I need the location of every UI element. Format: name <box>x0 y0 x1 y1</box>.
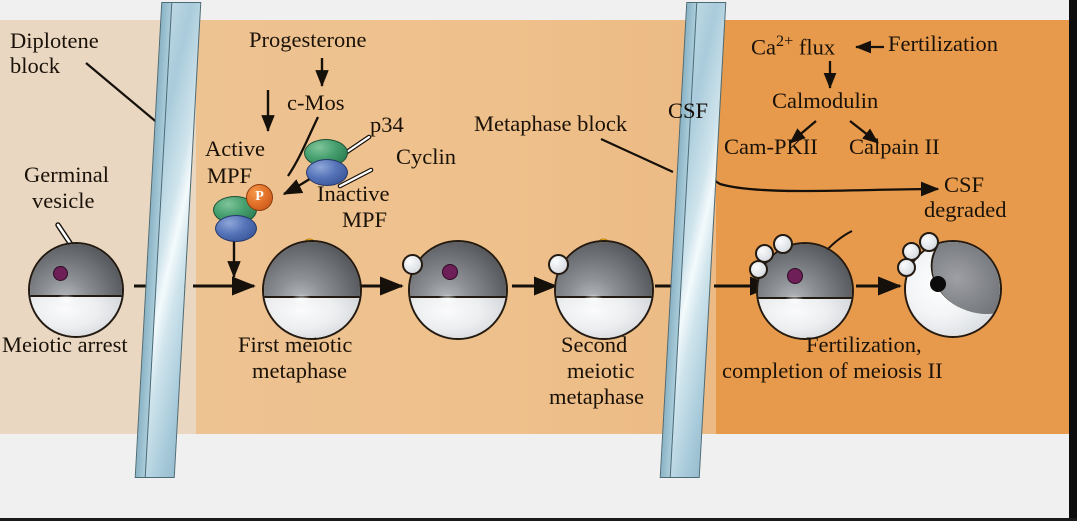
label-inactive-mpf-line2: MPF <box>342 207 388 232</box>
label-active-mpf-line2: MPF <box>207 163 253 188</box>
polar-body <box>897 258 916 277</box>
polar-body <box>402 254 423 275</box>
label-csf: CSF <box>668 98 709 123</box>
label-ca-ion: Ca <box>751 34 776 60</box>
label-active-mpf-line1: Active <box>205 136 265 161</box>
label-metaphase-block: Metaphase block <box>474 111 628 136</box>
label-cam-pkii: Cam-PKII <box>724 134 818 159</box>
label-flux: flux <box>798 34 836 60</box>
label-fertilization-caption-line2: completion of meiosis II <box>722 358 943 383</box>
nucleus <box>442 264 458 280</box>
polar-body <box>919 232 939 252</box>
label-ca-flux: Ca2+ flux <box>751 33 835 59</box>
band-fertilization <box>716 20 1069 434</box>
scan-edge-bottom <box>0 518 1077 521</box>
active-mpf-complex: P <box>213 184 275 242</box>
label-diplotene-block-line2: block <box>10 53 60 78</box>
inactive-mpf-complex <box>304 139 356 189</box>
band-meiotic-maturation <box>196 20 716 434</box>
label-germinal-vesicle-line1: Germinal <box>24 162 109 187</box>
label-cyclin: Cyclin <box>396 144 456 169</box>
zygote-nucleus <box>930 276 946 292</box>
label-ca-charge: 2+ <box>776 32 794 50</box>
label-calmodulin: Calmodulin <box>772 88 879 113</box>
cyclin-subunit-active <box>215 215 257 242</box>
label-csf-degraded-line1: CSF <box>944 172 985 197</box>
germinal-vesicle-nucleus <box>53 266 68 281</box>
label-meiotic-arrest: Meiotic arrest <box>2 332 128 357</box>
label-csf-degraded-line2: degraded <box>924 197 1007 222</box>
label-p34: p34 <box>370 112 404 137</box>
label-diplotene-block-line1: Diplotene <box>10 28 99 53</box>
polar-body <box>749 260 768 279</box>
label-calpain-ii: Calpain II <box>849 134 940 159</box>
label-first-meiotic-line1: First meiotic <box>238 332 353 357</box>
label-second-meiotic-line3: metaphase <box>549 384 644 409</box>
polar-body <box>773 234 793 254</box>
label-inactive-mpf-line1: Inactive <box>317 181 390 206</box>
cyclin-subunit <box>306 159 348 186</box>
label-second-meiotic-line2: meiotic <box>567 358 635 383</box>
label-fertilization-caption-line1: Fertilization, <box>806 332 922 357</box>
label-second-meiotic-line1: Second <box>561 332 628 357</box>
label-fertilization-input: Fertilization <box>888 31 998 56</box>
nucleus <box>787 268 803 284</box>
polar-body <box>548 254 569 275</box>
label-first-meiotic-line2: metaphase <box>252 358 347 383</box>
barrier-diplotene-block <box>134 2 206 478</box>
label-c-mos: c-Mos <box>287 90 345 115</box>
label-progesterone: Progesterone <box>249 27 367 52</box>
label-germinal-vesicle-line2: vesicle <box>32 188 95 213</box>
phosphate-group-icon: P <box>246 184 273 211</box>
scan-edge-right <box>1069 0 1077 521</box>
barrier-metaphase-block <box>659 2 731 478</box>
